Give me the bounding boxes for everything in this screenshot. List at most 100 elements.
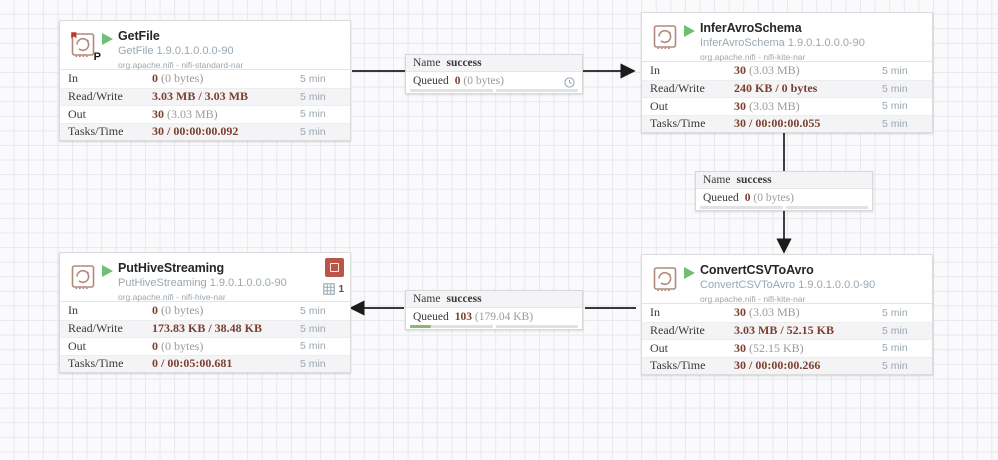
- connection-getfile-to-inferavroschema[interactable]: Name success Queued 0 (0 bytes): [405, 54, 583, 94]
- processor-header: ConvertCSVToAvro ConvertCSVToAvro 1.9.0.…: [642, 255, 932, 304]
- stat-time: 5 min: [882, 82, 908, 95]
- processor-convertcsvtoavro[interactable]: ConvertCSVToAvro ConvertCSVToAvro 1.9.0.…: [641, 254, 933, 375]
- play-icon[interactable]: [680, 263, 698, 296]
- gauge-segment: [495, 325, 578, 328]
- processor-header: InferAvroSchema InferAvroSchema 1.9.0.1.…: [642, 13, 932, 62]
- connection-queued-row: Queued 103 (179.04 KB): [406, 308, 582, 325]
- processor-bundle: org.apache.nifi - nifi-standard-nar: [118, 59, 244, 70]
- stat-row: Out 30 (52.15 KB) 5 min: [642, 339, 932, 357]
- stat-label: Out: [68, 338, 86, 353]
- stat-row: Read/Write 3.03 MB / 52.15 KB 5 min: [642, 321, 932, 339]
- stat-row: Read/Write 240 KB / 0 bytes 5 min: [642, 79, 932, 97]
- processor-titles: ConvertCSVToAvro ConvertCSVToAvro 1.9.0.…: [698, 263, 924, 304]
- stat-label: Tasks/Time: [650, 116, 706, 131]
- stat-time: 5 min: [300, 108, 326, 121]
- queue-gauge: [406, 325, 582, 329]
- connection-relationship: success: [446, 57, 482, 69]
- processor-getfile[interactable]: P GetFile GetFile 1.9.0.1.0.0.0-90 org.a…: [59, 20, 351, 141]
- processor-icon: [68, 262, 98, 292]
- connection-convertcsvtoavro-to-puthivestreaming[interactable]: Name success Queued 103 (179.04 KB): [405, 290, 583, 330]
- stat-label: Read/Write: [68, 321, 123, 336]
- stat-label: Out: [650, 340, 668, 355]
- stat-row: Tasks/Time 0 / 00:05:00.681 5 min: [60, 354, 350, 372]
- connection-queued-value: 0 (0 bytes): [454, 74, 504, 87]
- stat-time: 5 min: [300, 304, 326, 317]
- stat-row: In 30 (3.03 MB) 5 min: [642, 304, 932, 322]
- connection-queued-label: Queued: [703, 191, 739, 204]
- stat-label: In: [68, 71, 78, 86]
- stat-row: Read/Write 173.83 KB / 38.48 KB 5 min: [60, 319, 350, 337]
- stat-value: 30 (3.03 MB): [734, 63, 800, 78]
- stat-label: Tasks/Time: [650, 358, 706, 373]
- connection-relationship: success: [446, 293, 482, 305]
- processor-titles: PutHiveStreaming PutHiveStreaming 1.9.0.…: [116, 261, 342, 302]
- connection-name-label: Name: [413, 57, 441, 69]
- stat-time: 5 min: [300, 357, 326, 370]
- stat-value: 0 (0 bytes): [152, 303, 204, 318]
- stat-time: 5 min: [300, 125, 326, 138]
- active-thread-count: 1: [323, 283, 344, 295]
- connection-relationship: success: [736, 174, 772, 186]
- processor-stats: In 30 (3.03 MB) 5 min Read/Write 3.03 MB…: [642, 303, 932, 374]
- connection-queued-value: 103 (179.04 KB): [454, 310, 534, 323]
- stat-value: 30 (3.03 MB): [734, 98, 800, 113]
- stat-row: Read/Write 3.03 MB / 3.03 MB 5 min: [60, 87, 350, 105]
- stat-value: 0 / 00:05:00.681: [152, 356, 233, 371]
- stat-time: 5 min: [882, 359, 908, 372]
- connection-name-row: Name success: [696, 172, 872, 189]
- processor-icon: [650, 22, 680, 52]
- stat-row: Tasks/Time 30 / 00:00:00.266 5 min: [642, 356, 932, 374]
- stat-label: Read/Write: [68, 89, 123, 104]
- stat-value: 30 (52.15 KB): [734, 340, 804, 355]
- processor-stats: In 0 (0 bytes) 5 min Read/Write 173.83 K…: [60, 301, 350, 372]
- processor-icon: [650, 264, 680, 294]
- connection-queued-value: 0 (0 bytes): [744, 191, 794, 204]
- stat-label: Read/Write: [650, 81, 705, 96]
- processor-titles: GetFile GetFile 1.9.0.1.0.0.0-90 org.apa…: [116, 29, 342, 70]
- stat-value: 3.03 MB / 52.15 KB: [734, 323, 835, 338]
- stat-label: Tasks/Time: [68, 356, 124, 371]
- stat-time: 5 min: [882, 117, 908, 130]
- bulletin-glyph: [330, 263, 339, 272]
- stat-row: In 30 (3.03 MB) 5 min: [642, 62, 932, 80]
- processor-inferavroschema[interactable]: InferAvroSchema InferAvroSchema 1.9.0.1.…: [641, 12, 933, 133]
- processor-bundle: org.apache.nifi - nifi-kite-nar: [700, 51, 806, 62]
- processor-type: ConvertCSVToAvro 1.9.0.1.0.0.0-90: [700, 278, 876, 291]
- gauge-segment: [495, 89, 578, 92]
- stat-time: 5 min: [300, 90, 326, 103]
- connection-queued-row: Queued 0 (0 bytes): [696, 189, 872, 206]
- stat-row: Tasks/Time 30 / 00:00:00.092 5 min: [60, 122, 350, 140]
- play-icon[interactable]: [98, 29, 116, 62]
- processor-bundle: org.apache.nifi - nifi-kite-nar: [700, 293, 806, 304]
- stat-value: 30 / 00:00:00.092: [152, 124, 239, 139]
- processor-name: InferAvroSchema: [700, 21, 802, 35]
- stat-row: In 0 (0 bytes) 5 min: [60, 302, 350, 320]
- stat-value: 173.83 KB / 38.48 KB: [152, 321, 263, 336]
- threads-icon: [323, 283, 336, 295]
- stat-row: In 0 (0 bytes) 5 min: [60, 70, 350, 88]
- processor-name: GetFile: [118, 29, 160, 43]
- bulletin-icon[interactable]: [325, 258, 344, 277]
- connection-queued-label: Queued: [413, 74, 449, 87]
- stat-row: Out 0 (0 bytes) 5 min: [60, 337, 350, 355]
- processor-stats: In 0 (0 bytes) 5 min Read/Write 3.03 MB …: [60, 69, 350, 140]
- processor-name: ConvertCSVToAvro: [700, 263, 814, 277]
- queue-gauge: [696, 206, 872, 210]
- stat-label: Read/Write: [650, 323, 705, 338]
- play-icon[interactable]: [680, 21, 698, 54]
- clock-icon: [564, 75, 575, 88]
- gauge-segment: [785, 206, 868, 209]
- connection-name-row: Name success: [406, 291, 582, 308]
- stat-label: Tasks/Time: [68, 124, 124, 139]
- thread-count-value: 1: [338, 283, 344, 295]
- stat-label: In: [650, 305, 660, 320]
- stat-time: 5 min: [882, 342, 908, 355]
- connection-inferavroschema-to-convertcsvtoavro[interactable]: Name success Queued 0 (0 bytes): [695, 171, 873, 211]
- processor-puthivestreaming[interactable]: PutHiveStreaming PutHiveStreaming 1.9.0.…: [59, 252, 351, 373]
- stat-row: Out 30 (3.03 MB) 5 min: [642, 97, 932, 115]
- stat-row: Out 30 (3.03 MB) 5 min: [60, 105, 350, 123]
- play-icon[interactable]: [98, 261, 116, 294]
- stat-value: 240 KB / 0 bytes: [734, 81, 818, 96]
- connection-name-row: Name success: [406, 55, 582, 72]
